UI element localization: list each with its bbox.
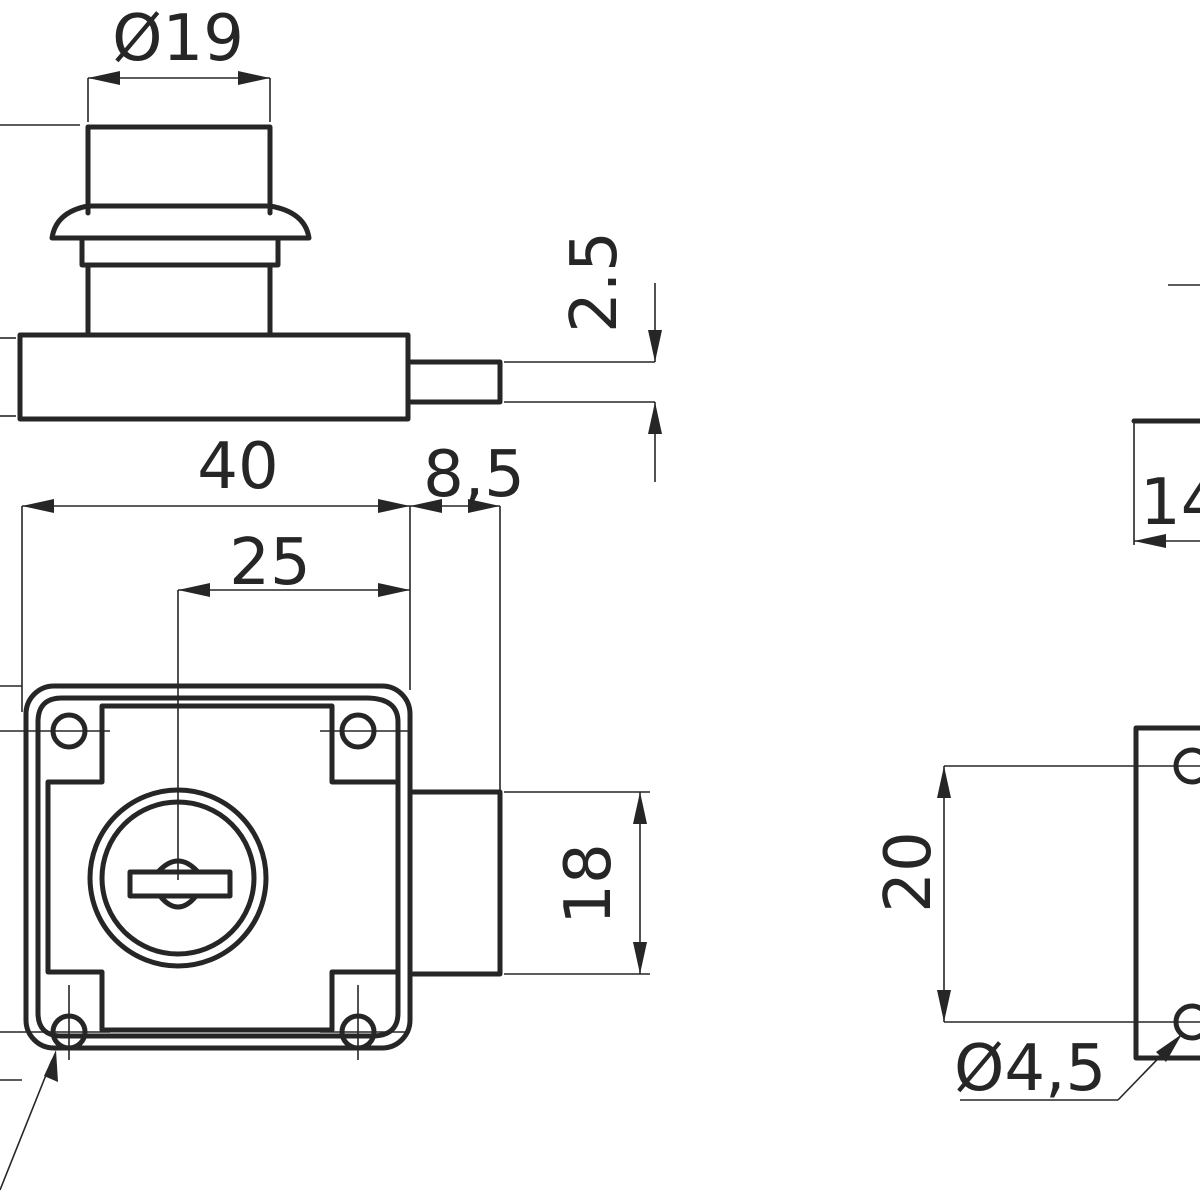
arrowhead — [937, 766, 951, 798]
arrowhead — [22, 499, 54, 513]
dim-label-backset: 25 — [229, 526, 310, 600]
dim-label-strike-depth: 14 — [1140, 466, 1200, 540]
strike-plate-view: 14 20 Ø4,5 — [872, 284, 1200, 1106]
leader-line — [0, 1059, 53, 1191]
dim-label-bolt-height: 18 — [552, 843, 626, 924]
dim-label-bolt-projection: 8,5 — [423, 438, 525, 512]
arrowhead — [378, 499, 410, 513]
side-view: Ø19 2.5 — [0, 2, 662, 482]
arrowhead — [468, 499, 500, 513]
dim-label-diameter-knob: Ø19 — [112, 2, 244, 76]
front-view: 40 8,5 25 18 — [0, 430, 650, 1191]
bolt-side — [405, 359, 503, 405]
knob-flange — [49, 203, 312, 241]
dim-label-bolt-thickness: 2.5 — [558, 231, 632, 333]
knob-cylinder — [85, 124, 273, 216]
knob-neck — [79, 235, 281, 268]
bolt-front — [407, 789, 503, 977]
dim-label-strike-hole-spacing: 20 — [872, 831, 946, 912]
arrowhead — [178, 583, 210, 597]
arrowhead — [88, 71, 120, 85]
arrowhead — [410, 499, 442, 513]
dim-label-body-width: 40 — [197, 430, 278, 504]
arrowhead — [1156, 1034, 1182, 1062]
arrowhead — [648, 402, 662, 434]
arrowhead — [648, 330, 662, 362]
arrowhead — [633, 792, 647, 824]
arrowhead — [378, 583, 410, 597]
knob-stem — [85, 262, 273, 338]
arrowhead — [1134, 534, 1166, 548]
arrowhead — [238, 71, 270, 85]
lock-plate-inner — [35, 695, 401, 1039]
keyway — [127, 858, 233, 910]
arrowhead — [937, 990, 951, 1022]
arrowhead — [44, 1050, 58, 1082]
dim-label-hole-diameter: Ø4,5 — [954, 1032, 1106, 1106]
lock-body-front — [45, 703, 401, 1033]
arrowhead — [633, 942, 647, 974]
lock-body-side — [17, 332, 411, 422]
